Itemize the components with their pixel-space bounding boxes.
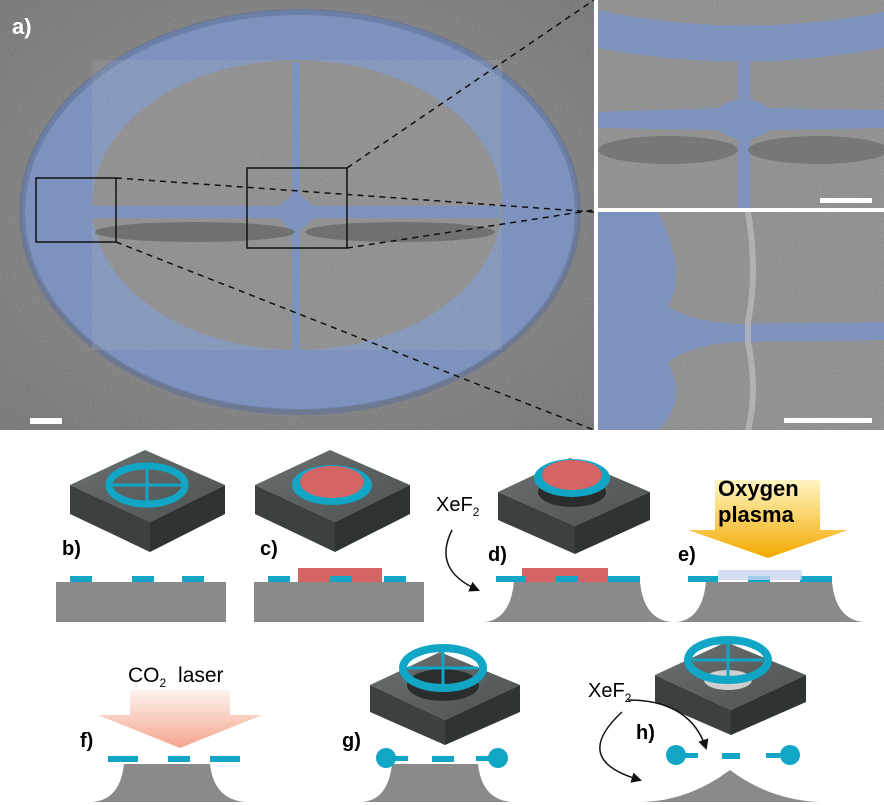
cross-section-f — [92, 756, 246, 802]
oxygen-label: Oxygen — [718, 476, 799, 501]
co2-laser-label: CO2 laser — [128, 664, 224, 691]
scale-bar — [30, 418, 62, 424]
cross-section-g — [362, 748, 512, 802]
zoom-box-center — [246, 167, 348, 249]
panel-label-a: a) — [12, 14, 32, 39]
xef2-label-h: XeF2 — [588, 680, 632, 705]
cross-section-c — [254, 568, 424, 622]
process-flow-diagram — [56, 450, 864, 802]
sem-main-image — [0, 0, 594, 430]
plasma-arrow — [688, 480, 848, 558]
panel-label-h: h) — [636, 722, 655, 744]
panel-label-b: b) — [62, 538, 81, 560]
laser-arrow — [98, 690, 262, 748]
sem-inset-center — [598, 0, 884, 208]
panel-label-f: f) — [80, 730, 94, 752]
panel-label-d: d) — [488, 544, 507, 566]
panel-label-e: e) — [678, 544, 696, 566]
plasma-label: plasma — [718, 502, 794, 527]
cross-section-b — [56, 576, 226, 622]
chip-c — [255, 450, 410, 552]
chip-b — [70, 450, 225, 552]
chip-d — [498, 458, 650, 554]
panel-label-g: g) — [342, 730, 361, 752]
sem-inset-edge — [598, 212, 884, 430]
center-hub — [268, 190, 325, 236]
scale-bar-inset-1 — [820, 198, 872, 203]
zoom-box-edge — [35, 177, 117, 243]
cross-section-e — [676, 570, 864, 622]
panel-label-c: c) — [260, 538, 278, 560]
xef2-label-d: XeF2 — [436, 494, 480, 519]
cross-section-h — [644, 745, 820, 802]
sem-main-panel: a) — [0, 0, 594, 430]
cross-section-d — [484, 568, 672, 622]
scale-bar-inset-2 — [784, 418, 872, 423]
chip-g — [370, 644, 520, 745]
chip-h — [655, 636, 806, 735]
